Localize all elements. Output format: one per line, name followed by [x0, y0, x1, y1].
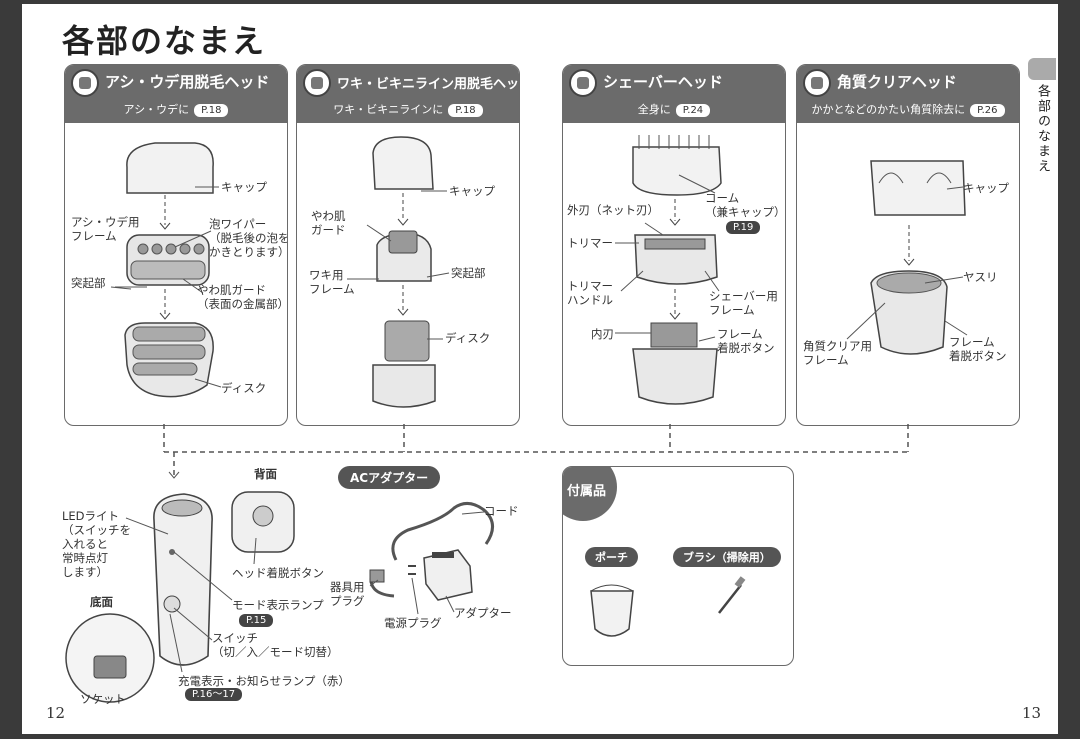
label-foam-wiper: 泡ワイパー （脱毛後の泡を かきとります） — [209, 217, 288, 259]
panel-title: ワキ・ビキニライン用脱毛ヘッド — [337, 77, 520, 92]
label-callus-frame: 角質クリア用 フレーム — [803, 339, 872, 367]
mode-lamp-page-ref: P.15 — [239, 614, 274, 627]
charge-lamp-page-ref: P.16〜17 — [185, 688, 243, 701]
label-cap: キャップ — [963, 181, 1009, 195]
callus-head-illustration — [846, 160, 968, 355]
label-soft-guard: やわ肌 ガード — [311, 209, 346, 237]
label-frame: アシ・ウデ用 フレーム — [71, 215, 140, 243]
label-cap: キャップ — [449, 184, 495, 198]
underarm-head-illustration — [347, 136, 450, 408]
label-cord: コード — [484, 504, 519, 518]
label-trimmer: トリマー — [567, 236, 613, 250]
label-disk: ディスク — [445, 331, 491, 345]
shaver-head-illustration — [615, 135, 722, 405]
leg-arm-head-icon — [71, 69, 99, 97]
label-disk: ディスク — [221, 381, 267, 395]
panel-accessories: 付属品 ポーチ ブラシ（掃除用） — [562, 466, 794, 666]
side-index-label: 各部のなまえ — [1035, 84, 1050, 174]
label-cap: キャップ — [221, 180, 267, 194]
label-device-plug: 器具用 プラグ — [330, 580, 365, 608]
page-number-right: 13 — [1022, 704, 1042, 722]
panel-title: 角質クリアヘッド — [837, 73, 957, 91]
page-ref-badge: P.26 — [970, 104, 1005, 117]
label-file: ヤスリ — [963, 270, 998, 284]
label-bump: 突起部 — [71, 276, 106, 290]
label-socket: ソケット — [80, 692, 126, 706]
accessories-illustration — [590, 576, 746, 637]
label-power-plug: 電源プラグ — [384, 616, 442, 630]
shaver-head-icon — [569, 69, 597, 97]
accessories-title: 付属品 — [567, 484, 607, 499]
page-ref-badge: P.24 — [675, 104, 711, 117]
panel-title: アシ・ウデ用脱毛ヘッド — [105, 73, 270, 91]
label-comb: コーム （兼キャップ） — [705, 191, 786, 219]
label-frame-release: フレーム 着脱ボタン — [717, 327, 775, 355]
pouch-label: ポーチ — [585, 547, 638, 567]
label-trimmer-handle: トリマー ハンドル — [567, 279, 613, 307]
comb-page-ref-badge: P.19 — [726, 221, 761, 234]
label-shaver-frame: シェーバー用 フレーム — [709, 289, 778, 317]
label-charge-lamp: 充電表示・お知らせランプ（赤） — [178, 674, 350, 688]
label-outer-blade: 外刃（ネット刃） — [567, 203, 659, 217]
label-inner-blade: 内刃 — [591, 327, 614, 341]
page-number-left: 12 — [46, 704, 66, 722]
label-frame-release: フレーム 着脱ボタン — [949, 335, 1007, 363]
label-led-light: LEDライト （スイッチを 入れると 常時点灯 します） — [62, 509, 131, 579]
ac-adapter-title: ACアダプター — [338, 466, 441, 489]
label-frame: ワキ用 フレーム — [309, 268, 355, 296]
label-bottom-view: 底面 — [90, 595, 113, 609]
label-mode-lamp: モード表示ランプ — [232, 598, 324, 612]
brush-label: ブラシ（掃除用） — [673, 547, 781, 567]
label-bump: 突起部 — [451, 266, 486, 280]
label-soft-guard: やわ肌ガード （表面の金属部） — [197, 283, 288, 311]
side-index-tab — [1028, 58, 1056, 80]
page-title: 各部のなまえ — [62, 22, 267, 60]
panel-title: シェーバーヘッド — [603, 73, 723, 91]
callus-head-icon — [803, 69, 831, 97]
page-ref-badge: P.18 — [448, 104, 483, 117]
label-head-release-button: ヘッド着脱ボタン — [232, 566, 324, 580]
underarm-head-icon — [303, 69, 331, 97]
leg-arm-head-illustration — [110, 142, 222, 398]
label-back-view: 背面 — [254, 467, 277, 481]
page-ref-badge: P.18 — [194, 104, 229, 117]
label-adapter: アダプター — [454, 606, 512, 620]
label-switch: スイッチ （切／入／モード切替） — [212, 631, 339, 659]
